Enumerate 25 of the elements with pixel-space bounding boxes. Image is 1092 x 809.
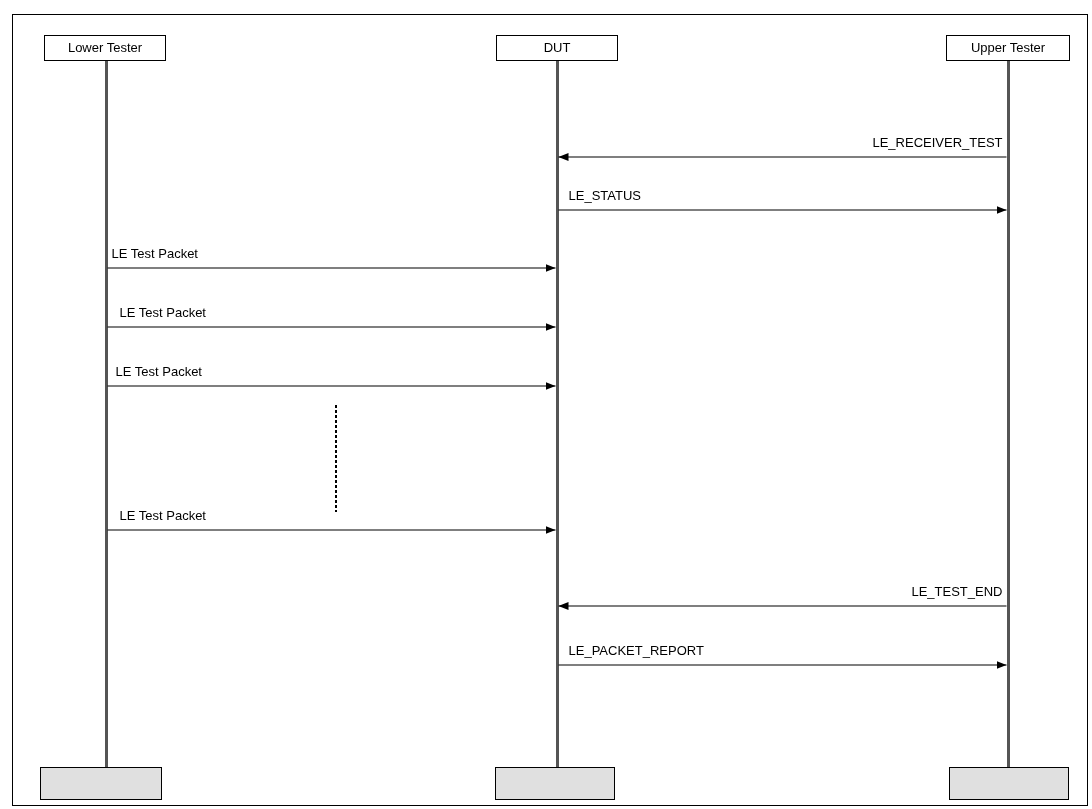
message-arrow bbox=[557, 153, 1008, 161]
edge-label: LE Test Packet bbox=[119, 305, 206, 321]
edge-label: LE Test Packet bbox=[115, 364, 202, 380]
message-arrow bbox=[557, 206, 1008, 214]
edge-label: LE_PACKET_REPORT bbox=[568, 643, 704, 659]
lifeline-end-box bbox=[40, 767, 162, 800]
lifeline bbox=[1006, 61, 1010, 767]
lifeline bbox=[104, 61, 108, 767]
participant-box: Upper Tester bbox=[946, 35, 1070, 61]
participant-box: Lower Tester bbox=[44, 35, 166, 61]
participant-box: DUT bbox=[496, 35, 618, 61]
message-arrow bbox=[557, 661, 1008, 669]
message-arrow bbox=[106, 264, 557, 272]
message-arrow bbox=[106, 323, 557, 331]
edge-label: LE_TEST_END bbox=[911, 584, 1003, 600]
lifeline-end-box bbox=[495, 767, 615, 800]
message-arrow bbox=[557, 602, 1008, 610]
lifeline bbox=[555, 61, 559, 767]
lifeline-end-box bbox=[949, 767, 1069, 800]
edge-label: LE_STATUS bbox=[568, 188, 641, 204]
edge-label: LE Test Packet bbox=[119, 508, 206, 524]
message-arrow bbox=[106, 382, 557, 390]
edge-label: LE Test Packet bbox=[111, 246, 198, 262]
edge-label: LE_RECEIVER_TEST bbox=[872, 135, 1003, 151]
message-arrow bbox=[106, 526, 557, 534]
